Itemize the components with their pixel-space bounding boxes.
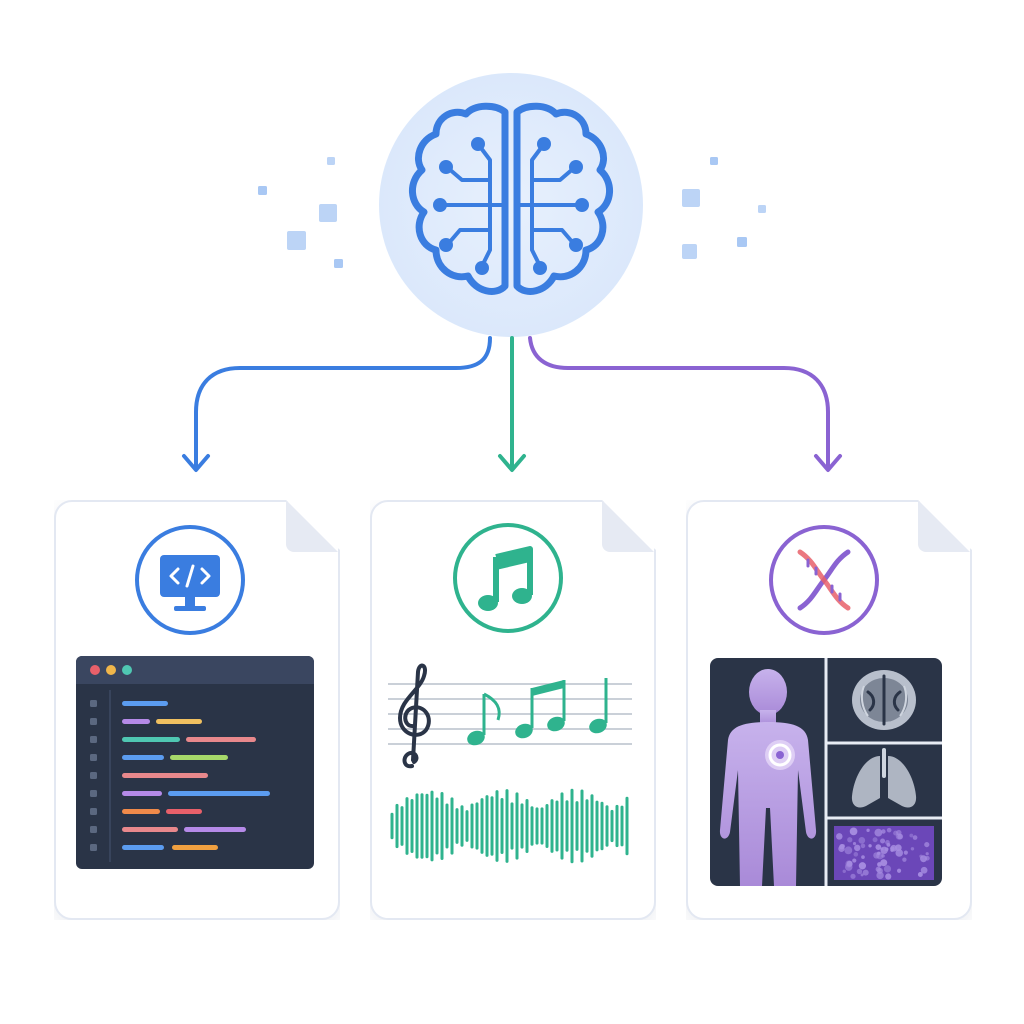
tissue-cell <box>925 852 929 856</box>
tissue-cell <box>925 855 930 861</box>
tissue-cell <box>836 833 843 840</box>
tissue-cell <box>912 835 918 840</box>
tissue-cell <box>851 829 855 833</box>
tissue-cell <box>860 843 866 849</box>
arrow-head-music <box>498 454 526 472</box>
tissue-cell <box>850 873 856 879</box>
tissue-cell <box>894 844 902 852</box>
tissue-cell <box>852 858 857 863</box>
brain-circuit-icon <box>409 102 613 295</box>
tissue-cell <box>872 837 878 843</box>
tissue-cell <box>924 842 930 848</box>
tissue-cell <box>861 855 865 859</box>
tissue-cell <box>896 868 902 873</box>
arrow-to-bio <box>528 336 830 470</box>
tissue-cell <box>868 844 872 848</box>
tissue-cell <box>910 847 915 851</box>
tissue-cell <box>858 837 866 844</box>
tissue-histology-image <box>834 826 934 880</box>
tissue-cell <box>890 848 894 852</box>
code-lines <box>122 701 270 850</box>
tissue-cell <box>876 851 884 860</box>
tissue-cell <box>902 857 907 862</box>
floating-squares-right <box>682 157 766 259</box>
arrow-head-code <box>182 454 210 472</box>
code-editor-window <box>76 656 314 869</box>
tissue-cell <box>854 844 861 852</box>
brain-circuit-nodes <box>433 137 589 275</box>
tissue-cell <box>883 865 892 873</box>
tissue-cell <box>847 837 853 843</box>
tissue-cell <box>920 866 928 874</box>
tissue-cell <box>886 827 892 833</box>
tissue-cell <box>920 855 927 863</box>
music-staff <box>388 683 632 745</box>
tissue-cell <box>880 846 888 855</box>
arrow-head-bio <box>814 454 842 472</box>
dna-helix-icon <box>769 525 879 635</box>
tissue-cell <box>866 828 870 832</box>
tissue-cell <box>853 852 859 857</box>
music-note-icon <box>453 523 563 633</box>
treble-clef-icon <box>398 663 431 769</box>
tissue-cell <box>856 868 863 875</box>
tissue-cell <box>880 838 886 844</box>
tissue-cell <box>844 846 853 855</box>
tissue-cell <box>862 869 869 876</box>
tissue-cell <box>842 869 846 873</box>
tissue-cell <box>917 872 923 877</box>
music-notes <box>467 678 608 746</box>
tissue-cell <box>880 859 888 867</box>
heart-target-icon <box>765 740 795 770</box>
tissue-cell <box>909 833 914 838</box>
tissue-cell <box>852 842 857 846</box>
audio-waveform <box>390 788 629 864</box>
floating-squares-left <box>258 157 343 268</box>
tissue-cell <box>860 873 864 877</box>
tissue-cell <box>903 850 908 855</box>
tissue-cell <box>885 840 890 845</box>
tissue-cell <box>895 833 903 840</box>
tissue-cell <box>895 849 903 857</box>
tissue-cell <box>874 828 883 837</box>
tissue-cell <box>876 871 884 880</box>
code-monitor-icon <box>135 525 245 635</box>
brain-scan-image <box>852 670 916 730</box>
tissue-cell <box>858 862 867 870</box>
tissue-cell <box>885 873 892 880</box>
tissue-cell <box>875 844 882 850</box>
arrow-to-code <box>194 336 492 470</box>
tissue-cell <box>881 829 886 834</box>
lungs-image <box>851 748 917 808</box>
tissue-cell <box>846 860 853 867</box>
tissue-cell <box>839 844 845 850</box>
